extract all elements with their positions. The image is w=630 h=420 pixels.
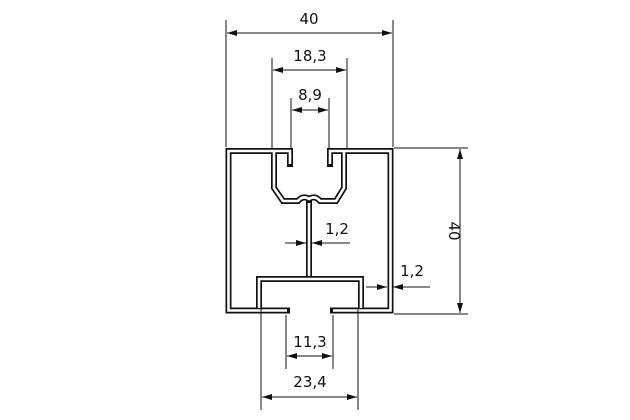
- dimension-label-top-slot-inner: 8,9: [298, 86, 322, 104]
- dimension-bottom-slot-inner: 11,3: [285, 315, 334, 369]
- dimension-top-slot-inner: 8,9: [290, 86, 330, 148]
- profile-section: [225, 148, 394, 314]
- dimension-wall-thickness: 1,2: [366, 262, 430, 290]
- dimension-label-bottom-slot-outer: 23,4: [293, 373, 326, 391]
- dimension-label-web: 1,2: [325, 220, 349, 238]
- dimension-label-width: 40: [299, 10, 318, 28]
- dimension-label-bottom-slot-inner: 11,3: [293, 333, 326, 351]
- dimension-label-top-slot-outer: 18,3: [293, 47, 326, 65]
- dimension-label-height: 40: [445, 221, 463, 240]
- dimension-overall-height: 40: [394, 147, 468, 315]
- dimension-overall-width: 40: [225, 10, 394, 147]
- dimension-top-slot-outer: 18,3: [271, 47, 348, 148]
- dimension-web-thickness: 1,2: [285, 220, 350, 246]
- dimension-bottom-slot-outer: 23,4: [260, 309, 359, 410]
- dimension-label-wall: 1,2: [400, 262, 424, 280]
